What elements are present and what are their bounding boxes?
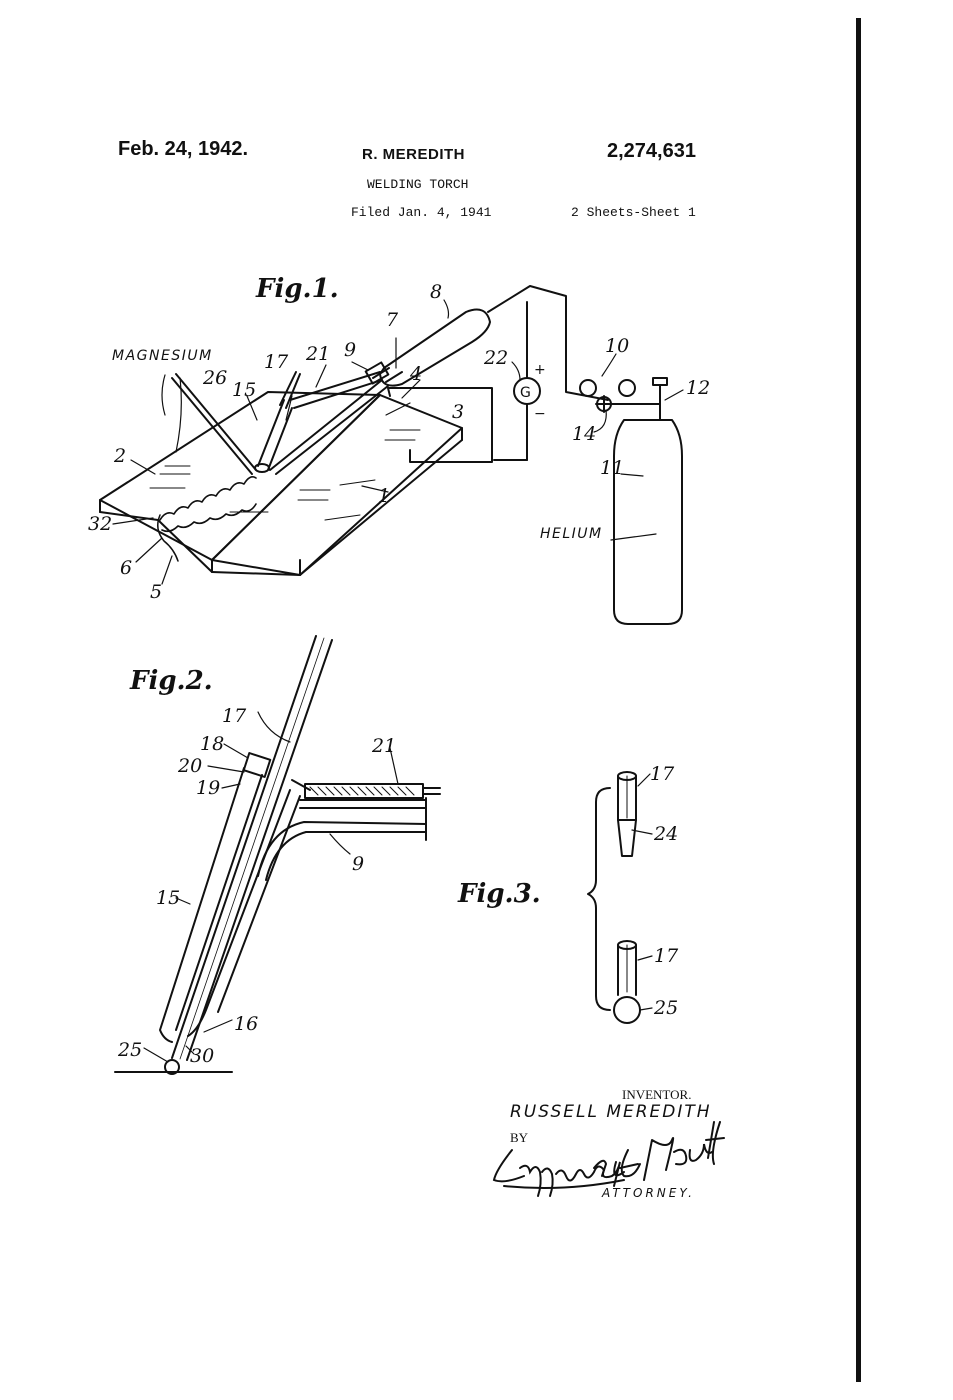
minus-sign: − xyxy=(534,406,546,422)
attorney-signature xyxy=(492,1121,725,1197)
fig1-ref-32: 32 xyxy=(88,513,112,535)
fig1-wiring xyxy=(387,285,609,463)
fig1-ref-8: 8 xyxy=(430,281,442,303)
fig2-ref-19: 19 xyxy=(196,777,220,799)
fig2-ref-15: 15 xyxy=(156,887,180,909)
fig3-label: Fig.3. xyxy=(457,879,541,909)
patent-number: 2,274,631 xyxy=(607,140,696,162)
fig3-ref-17a: 17 xyxy=(650,763,675,785)
sheet-number: 2 Sheets-Sheet 1 xyxy=(571,205,696,220)
fig2-ref-20: 20 xyxy=(177,755,202,777)
inventor-label: INVENTOR. xyxy=(622,1087,692,1102)
fig1-ref-9: 9 xyxy=(344,339,356,361)
fig1-ref-26: 26 xyxy=(202,367,227,389)
fig2-gas-pipe xyxy=(257,797,427,881)
fig2-ref-9: 9 xyxy=(352,853,364,875)
fig1-handle xyxy=(364,308,491,387)
fig1-ref-6: 6 xyxy=(120,557,132,579)
fig1-plate-shading xyxy=(149,429,421,521)
fig1-torch xyxy=(254,371,389,475)
fig1-ref-22: 22 xyxy=(483,347,508,369)
fig2-drawing xyxy=(114,635,441,1075)
fig2-ref-18: 18 xyxy=(200,733,224,755)
fig1-helium-cylinder xyxy=(613,419,683,625)
fig2-ref-16: 16 xyxy=(234,1013,258,1035)
by-label: BY xyxy=(510,1130,529,1145)
generator-symbol: G xyxy=(520,385,531,401)
fig1-regulator xyxy=(579,377,668,421)
fig1-ref-3: 3 xyxy=(452,401,464,423)
fig1-ref-17: 17 xyxy=(264,351,289,373)
fig1-ref-4: 4 xyxy=(409,363,422,385)
magnesium-caption: MAGNESIUM xyxy=(112,348,213,364)
fig2-ref-30: 30 xyxy=(190,1045,214,1067)
fig1-ref-14: 14 xyxy=(572,423,596,445)
fig3-ref-24: 24 xyxy=(653,823,678,845)
helium-caption: HELIUM xyxy=(540,526,603,542)
inventor-header: R. MEREDITH xyxy=(362,146,465,163)
fig3-electrode-pointed xyxy=(617,771,637,857)
fig1-ref-5: 5 xyxy=(150,581,162,603)
fig1-ref-7: 7 xyxy=(386,309,399,331)
fig1-label: Fig.1. xyxy=(255,274,339,304)
fig1-ref-11: 11 xyxy=(600,457,624,479)
fig1-plate-right xyxy=(211,394,463,576)
attorney-label: ATTORNEY. xyxy=(602,1186,695,1200)
fig2-ref-21: 21 xyxy=(371,735,396,757)
fig1-weld-bead xyxy=(159,476,257,521)
fig3-drawing xyxy=(587,771,641,1024)
fig1-joint-groove xyxy=(157,514,179,562)
fig1-ref-2: 2 xyxy=(113,445,126,467)
patent-title: WELDING TORCH xyxy=(367,177,469,192)
fig2-ball-tip xyxy=(164,1059,180,1075)
patent-date: Feb. 24, 1942. xyxy=(118,138,249,160)
fig3-brace xyxy=(587,787,611,1011)
fig1-ref-12: 12 xyxy=(686,377,710,399)
fig1-ref-1: 1 xyxy=(378,485,390,507)
fig1-plate-left xyxy=(99,391,381,561)
plus-sign: + xyxy=(534,362,546,378)
fig2-cap xyxy=(242,752,272,778)
fig2-nozzle xyxy=(159,767,311,1043)
fig1-filler-rod xyxy=(171,373,257,475)
leader-lines xyxy=(112,299,684,1063)
fig2-cable xyxy=(304,783,441,799)
fig2-label: Fig.2. xyxy=(129,666,213,696)
fig3-ref-25: 25 xyxy=(653,997,678,1019)
fig3-ref-17b: 17 xyxy=(654,945,679,967)
fig2-ref-17: 17 xyxy=(222,705,247,727)
fig1-ref-15: 15 xyxy=(232,379,256,401)
right-margin-rule xyxy=(856,18,861,1382)
fig1-ref-10: 10 xyxy=(605,335,629,357)
fig2-ref-25: 25 xyxy=(117,1039,142,1061)
inventor-name: RUSSELL MEREDITH xyxy=(510,1102,712,1122)
fig1-ref-21: 21 xyxy=(305,343,330,365)
fig3-electrode-ball xyxy=(613,940,641,1024)
fig1-drawing xyxy=(99,285,683,625)
filed-date: Filed Jan. 4, 1941 xyxy=(351,205,492,220)
fig2-electrode xyxy=(171,635,317,1059)
